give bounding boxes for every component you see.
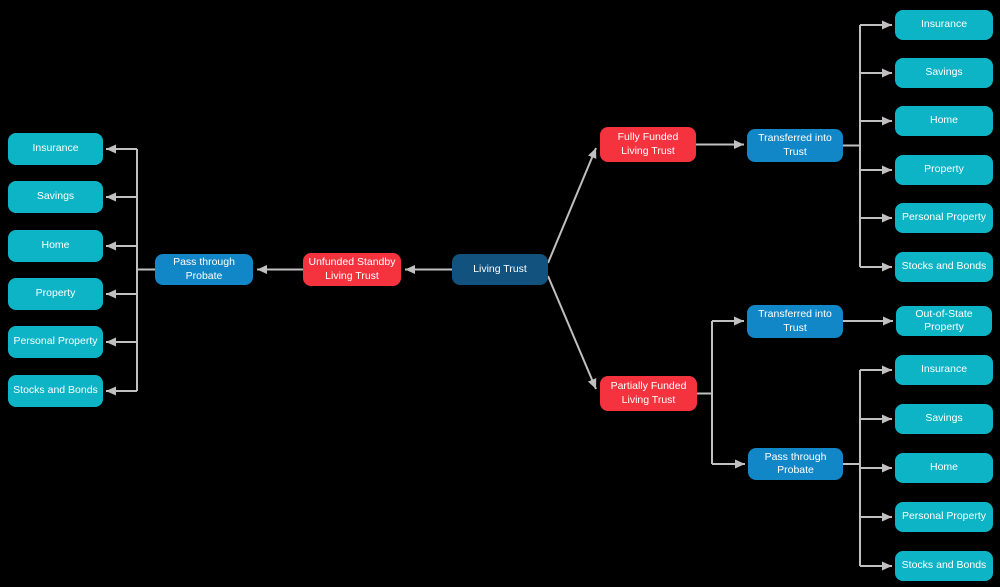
node-pass-through-probate-left[interactable]: Pass through Probate (155, 254, 253, 285)
node-label: Property (35, 287, 76, 300)
connector-living-to-fully-funded (547, 147, 597, 264)
node-label: Pass through Probate (173, 256, 235, 282)
node-transferred-into-trust-bottom[interactable]: Transferred into Trust (747, 305, 843, 338)
connector-left-trunk (136, 149, 155, 391)
node-label: Stocks and Bonds (901, 260, 987, 273)
node-asset-home-top-right[interactable]: Home (895, 106, 993, 136)
node-label: Stocks and Bonds (901, 559, 987, 572)
node-asset-personal-property-bottom-right[interactable]: Personal Property (895, 502, 993, 532)
node-unfunded-standby-living-trust[interactable]: Unfunded Standby Living Trust (303, 253, 401, 286)
node-label: Home (929, 461, 958, 474)
node-label: Savings (925, 412, 963, 425)
node-fully-funded-living-trust[interactable]: Fully Funded Living Trust (600, 127, 696, 162)
node-label: Home (41, 239, 70, 252)
node-label: Insurance (32, 142, 79, 155)
node-asset-personal-property-top-right[interactable]: Personal Property (895, 203, 993, 233)
node-label: Personal Property (13, 335, 98, 348)
node-label: Pass through Probate (764, 450, 827, 476)
node-label: Transferred into Trust (758, 132, 832, 158)
node-asset-stocks-bonds-bottom-right[interactable]: Stocks and Bonds (895, 551, 993, 581)
node-asset-home-bottom-right[interactable]: Home (895, 453, 993, 483)
node-label: Stocks and Bonds (13, 384, 98, 397)
node-asset-personal-property-left[interactable]: Personal Property (8, 326, 103, 358)
node-label: Partially Funded Living Trust (610, 380, 687, 406)
node-partially-funded-living-trust[interactable]: Partially Funded Living Trust (600, 376, 697, 411)
node-asset-property-top-right[interactable]: Property (895, 155, 993, 185)
node-label: Insurance (920, 18, 968, 31)
node-label: Living Trust (473, 262, 527, 275)
node-label: Personal Property (901, 510, 987, 523)
node-asset-savings-left[interactable]: Savings (8, 181, 103, 213)
node-asset-savings-bottom-right[interactable]: Savings (895, 404, 993, 434)
node-label: Out-of-State Property (915, 307, 973, 333)
node-asset-insurance-top-right[interactable]: Insurance (895, 10, 993, 40)
node-asset-insurance-bottom-right[interactable]: Insurance (895, 355, 993, 385)
node-asset-home-left[interactable]: Home (8, 230, 103, 262)
connector-living-to-partially-funded (547, 275, 597, 390)
node-label: Personal Property (901, 211, 987, 224)
node-label: Fully Funded Living Trust (617, 131, 679, 157)
node-transferred-into-trust-top[interactable]: Transferred into Trust (747, 129, 843, 162)
connector-bottom-right-trunk (843, 370, 861, 566)
node-label: Home (929, 114, 958, 127)
node-asset-property-left[interactable]: Property (8, 278, 103, 310)
node-living-trust[interactable]: Living Trust (452, 254, 548, 285)
node-label: Transferred into Trust (758, 308, 832, 334)
node-label: Unfunded Standby Living Trust (308, 256, 396, 282)
node-asset-savings-top-right[interactable]: Savings (895, 58, 993, 88)
node-asset-insurance-left[interactable]: Insurance (8, 133, 103, 165)
node-asset-stocks-bonds-left[interactable]: Stocks and Bonds (8, 375, 103, 407)
node-asset-stocks-bonds-top-right[interactable]: Stocks and Bonds (895, 252, 993, 282)
node-label: Savings (925, 66, 963, 79)
node-label: Property (924, 163, 964, 176)
node-label: Savings (36, 190, 75, 203)
connector-partially-trunk (697, 321, 713, 464)
node-pass-through-probate-bottom[interactable]: Pass through Probate (748, 448, 843, 480)
node-label: Insurance (920, 363, 968, 376)
node-out-of-state-property[interactable]: Out-of-State Property (896, 306, 992, 336)
connector-top-right-trunk (843, 25, 861, 267)
